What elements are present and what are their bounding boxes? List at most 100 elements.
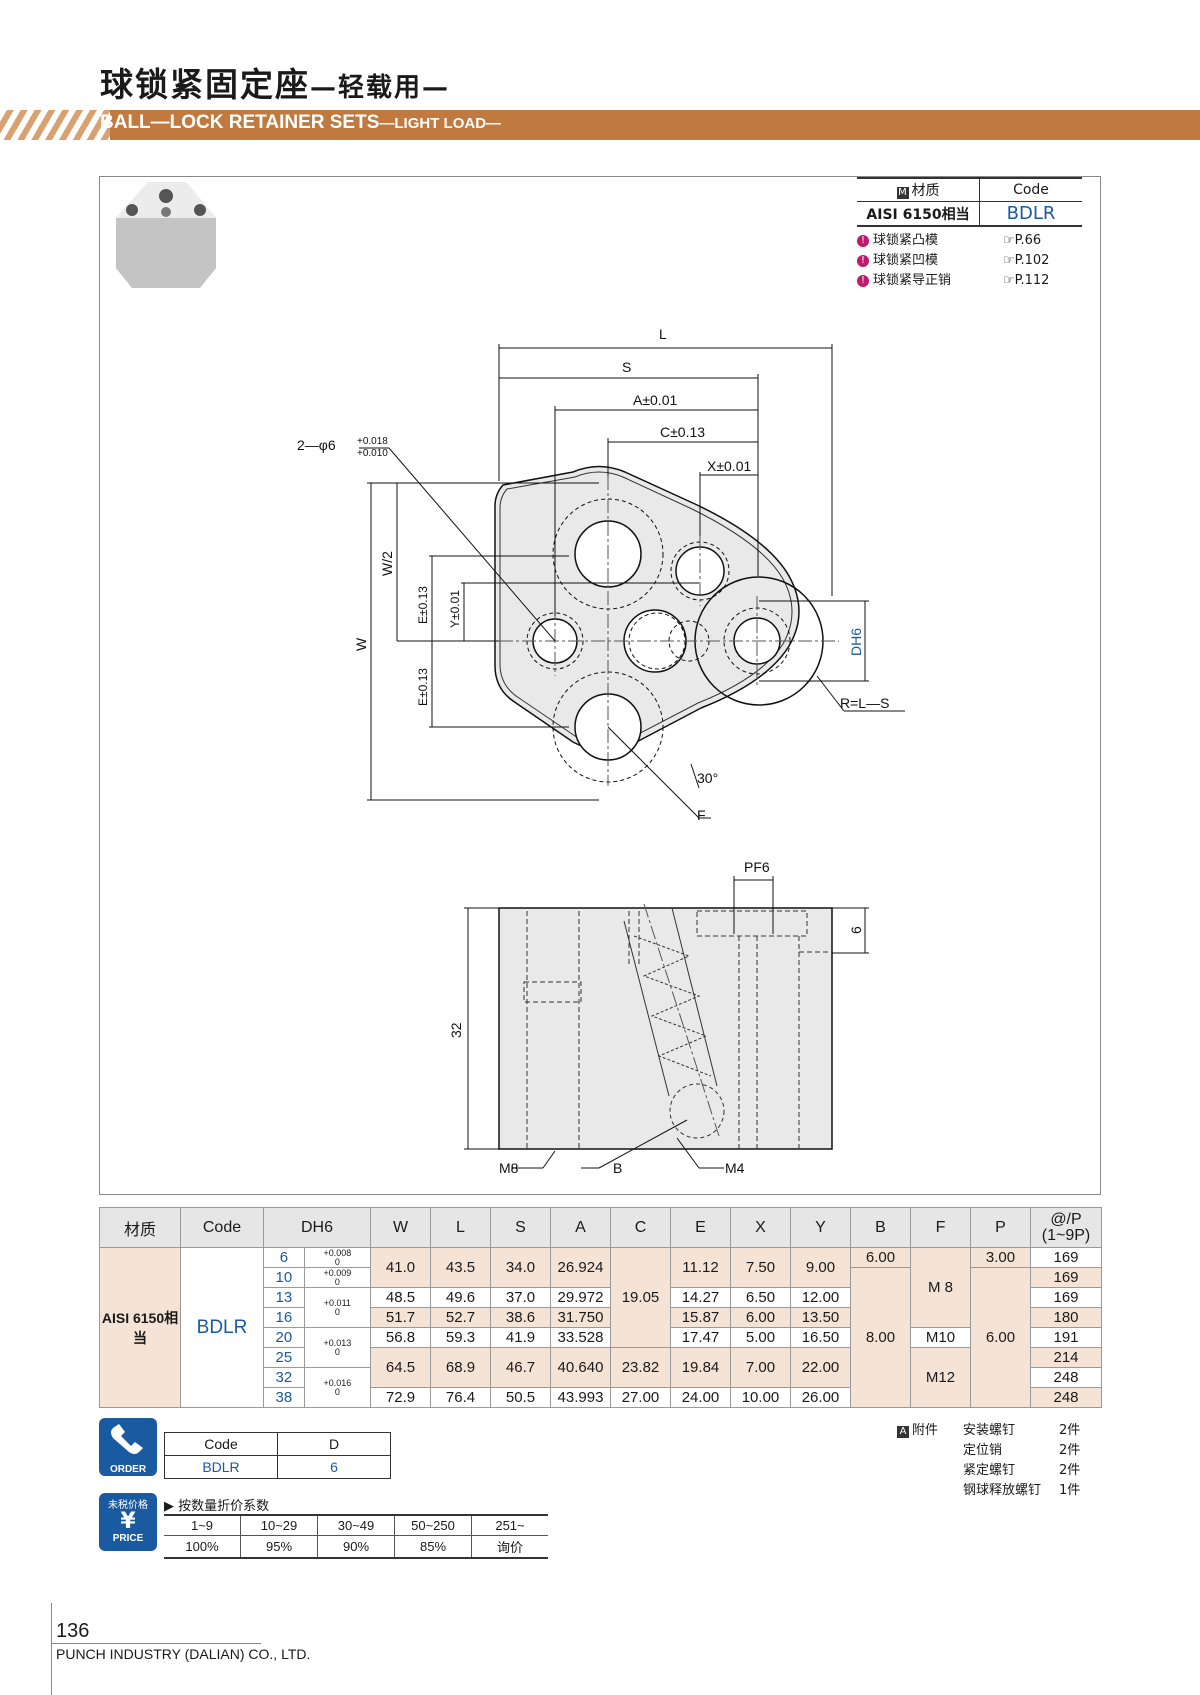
price-cell: 248 [1030,1387,1102,1408]
qty-cell: 1~9 [164,1514,241,1536]
hand-pointer-icon: ☞ [1003,273,1015,288]
rate-cell: 询价 [471,1535,548,1559]
qty-cell: 50~250 [394,1514,472,1536]
accessory-qty: 1件 [1059,1483,1081,1498]
y-cell: 26.00 [790,1387,851,1408]
col-header: W [370,1207,431,1248]
x-cell: 10.00 [730,1387,791,1408]
page-number: 136 [56,1620,90,1642]
f-cell: M10 [910,1327,971,1348]
reference-list: !球锁紧凸模☞ P.66 !球锁紧凹模☞ P.102 !球锁紧导正销☞ P.11… [857,231,1049,291]
hand-pointer-icon: ☞ [1003,233,1015,248]
w-cell: 56.8 [370,1327,431,1348]
dim-D: DH6 [848,628,864,656]
price-cell: 248 [1030,1367,1102,1388]
w-cell: 48.5 [370,1287,431,1308]
dim-6: 6 [848,926,864,934]
l-cell: 59.3 [430,1327,491,1348]
discount-table: 1~9 10~29 30~49 50~250 251~ 100% 95% 90%… [164,1514,548,1559]
s-cell: 34.0 [490,1247,551,1288]
accessory-name: 定位销 [963,1443,1003,1458]
col-header: @/P (1~9P) [1030,1207,1102,1248]
accessory-qty: 2件 [1059,1463,1081,1478]
order-icon-label: ORDER [109,1464,147,1475]
price-cell: 169 [1030,1247,1102,1268]
col-header: B [850,1207,911,1248]
label-B: B [613,1160,622,1176]
y-cell: 12.00 [790,1287,851,1308]
l-cell: 76.4 [430,1387,491,1408]
w-cell: 51.7 [370,1307,431,1328]
product-photo [116,182,216,288]
s-cell: 46.7 [490,1347,551,1388]
rate-cell: 100% [164,1535,241,1559]
accessory-qty: 2件 [1059,1423,1081,1438]
top-view-outline [494,465,800,751]
price-icon-top: 未税价格 [108,1500,148,1511]
d-cell: 25 [263,1347,305,1368]
technical-drawing: L S A±0.01 C±0.13 X±0.01 2—φ6 +0.018 +0.… [297,326,905,1176]
dim-P: PF6 [744,859,770,875]
l-cell: 43.5 [430,1247,491,1288]
c-cell: 23.82 [610,1347,671,1388]
dim-W2: W/2 [379,551,395,576]
y-cell: 22.00 [790,1347,851,1388]
dim-Y: Y±0.01 [448,590,462,628]
col-header: P [970,1207,1031,1248]
dim-L: L [659,326,667,342]
a-cell: 33.528 [550,1327,611,1348]
rate-cell: 90% [317,1535,395,1559]
s-cell: 38.6 [490,1307,551,1328]
qty-cell: 10~29 [240,1514,318,1536]
dim-E-upper: E±0.13 [416,586,430,624]
d-cell: 16 [263,1307,305,1328]
order-code-label: Code [164,1432,278,1456]
page-subtitle-cn: —轻载用— [310,73,451,103]
accessory-title: 附件 [912,1423,939,1438]
e-cell: 14.27 [670,1287,731,1308]
drawing-frame [99,176,1101,1195]
b-cell: 8.00 [850,1267,911,1408]
dim-A: A±0.01 [633,392,677,408]
price-icon: 未税价格 ¥ PRICE [99,1493,157,1551]
page-subtitle-en: —LIGHT LOAD— [379,115,502,132]
c-cell: 19.05 [610,1247,671,1348]
yen-icon: ¥ [120,1509,136,1534]
accessory-qty: 2件 [1059,1443,1081,1458]
footer-rule-vertical [51,1603,52,1695]
e-cell: 17.47 [670,1327,731,1348]
a-cell: 40.640 [550,1347,611,1388]
order-d-value: 6 [277,1455,391,1479]
order-icon: ORDER [99,1418,157,1476]
code-label: Code [979,177,1082,202]
e-cell: 24.00 [670,1387,731,1408]
w-cell: 41.0 [370,1247,431,1288]
tol-cell: +0.016 0 [303,1367,372,1408]
accessory-name: 紧定螺钉 [963,1463,1016,1478]
col-header: Code [180,1207,264,1248]
d-cell: 38 [263,1387,305,1408]
s-cell: 37.0 [490,1287,551,1308]
d-cell: 13 [263,1287,305,1308]
accessory-name: 钢球释放螺钉 [963,1483,1042,1498]
spec-code: BDLR [180,1247,264,1408]
x-cell: 6.50 [730,1287,791,1308]
accessory-name: 安装螺钉 [963,1423,1016,1438]
tol-cell: +0.009 0 [303,1267,372,1288]
reference-item[interactable]: !球锁紧导正销☞ P.112 [857,271,1049,291]
info-icon: ! [857,255,869,267]
d-cell: 20 [263,1327,305,1348]
reference-item[interactable]: !球锁紧凸模☞ P.66 [857,231,1049,251]
dim-W: W [353,637,369,651]
x-cell: 7.50 [730,1247,791,1288]
e-cell: 15.87 [670,1307,731,1328]
col-header: S [490,1207,551,1248]
code-value: BDLR [979,201,1082,227]
reference-item[interactable]: !球锁紧凹模☞ P.102 [857,251,1049,271]
col-header: E [670,1207,731,1248]
w-cell: 64.5 [370,1347,431,1388]
e-cell: 19.84 [670,1347,731,1388]
tol-cell: +0.013 0 [303,1327,372,1368]
